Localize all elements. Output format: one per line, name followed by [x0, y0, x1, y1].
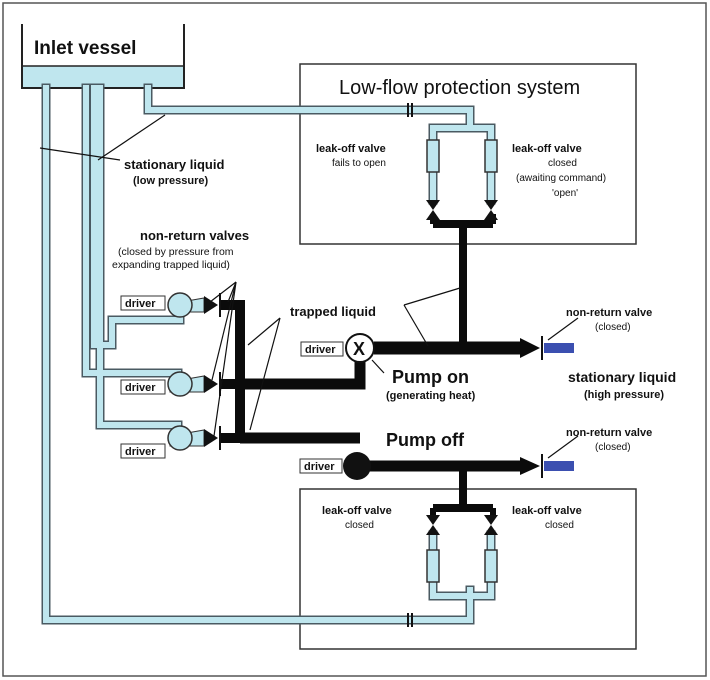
pipe-bottom-branches	[428, 530, 496, 601]
stationary-liquid-low-label: stationary liquid	[124, 157, 224, 172]
nrv-closed-top-line1: non-return valve	[566, 307, 652, 319]
left-pumps	[167, 292, 221, 451]
inlet-vessel-liquid	[22, 66, 184, 88]
nrv-closed-top-line2: (closed)	[595, 322, 631, 333]
left-pump-2	[167, 371, 221, 397]
discharge-nonreturn-valves	[541, 336, 574, 478]
leakoff-fail-line1: leak-off valve	[316, 143, 386, 155]
driver-label-1: driver	[125, 298, 156, 310]
pump-on-symbol: X	[353, 339, 365, 359]
leakoff-br-line2: closed	[545, 520, 574, 531]
leakoff-valve-seats-top	[426, 200, 498, 220]
low-flow-protection-title: Low-flow protection system	[339, 77, 580, 99]
left-pump-3	[167, 425, 221, 451]
leakoff-br-line1: leak-off valve	[512, 505, 582, 517]
leakoff-await-line1: leak-off valve	[512, 143, 582, 155]
driver-label-pump-on: driver	[305, 344, 336, 356]
bottom-protection-box	[299, 488, 637, 650]
low-pressure-label: (low pressure)	[133, 175, 209, 187]
driver-label-3: driver	[125, 446, 156, 458]
leakoff-valve-bodies-bottom	[426, 549, 498, 583]
high-pressure-label: (high pressure)	[584, 389, 664, 401]
pump-on: driver X Pump on (generating heat)	[300, 333, 476, 402]
pump-on-label: Pump on	[392, 367, 469, 387]
leakoff-bl-line2: closed	[345, 520, 374, 531]
driver-label-2: driver	[125, 382, 156, 394]
generating-heat-label: (generating heat)	[386, 390, 476, 402]
nrv-closed-bot-line2: (closed)	[595, 442, 631, 453]
leakoff-await-line3: (awaiting command)	[516, 173, 606, 184]
nonreturn-valves-sub1: (closed by pressure from	[118, 246, 234, 258]
flow-arrowheads	[520, 338, 540, 475]
trapped-liquid-label: trapped liquid	[290, 304, 376, 319]
leakoff-valve-bodies-top	[426, 139, 498, 173]
leader-lines	[39, 114, 579, 459]
leakoff-await-line2: closed	[548, 158, 577, 169]
inlet-vessel: Inlet vessel	[21, 24, 185, 89]
leakoff-await-line4: 'open'	[552, 188, 578, 199]
low-flow-protection-box	[299, 63, 637, 245]
nonreturn-valves-label: non-return valves	[140, 228, 249, 243]
pump-off-label: Pump off	[386, 430, 465, 450]
nonreturn-valves-sub2: expanding trapped liquid)	[112, 259, 230, 271]
left-drivers: driver driver driver	[120, 295, 166, 459]
left-pump-1	[167, 292, 221, 318]
nrv-closed-bot-line1: non-return valve	[566, 427, 652, 439]
leakoff-bl-line1: leak-off valve	[322, 505, 392, 517]
pipe-lowflow-branches	[428, 123, 496, 205]
pump-off: driver Pump off	[299, 430, 465, 480]
leakoff-valve-seats-bottom	[426, 515, 498, 535]
trapped-liquid-pipes	[220, 214, 520, 518]
inlet-vessel-label: Inlet vessel	[34, 38, 136, 59]
pipe-break-marks	[407, 103, 413, 627]
leakoff-fail-line2: fails to open	[332, 158, 386, 169]
stationary-liquid-high-label: stationary liquid	[568, 369, 676, 385]
driver-label-pump-off: driver	[304, 461, 335, 473]
